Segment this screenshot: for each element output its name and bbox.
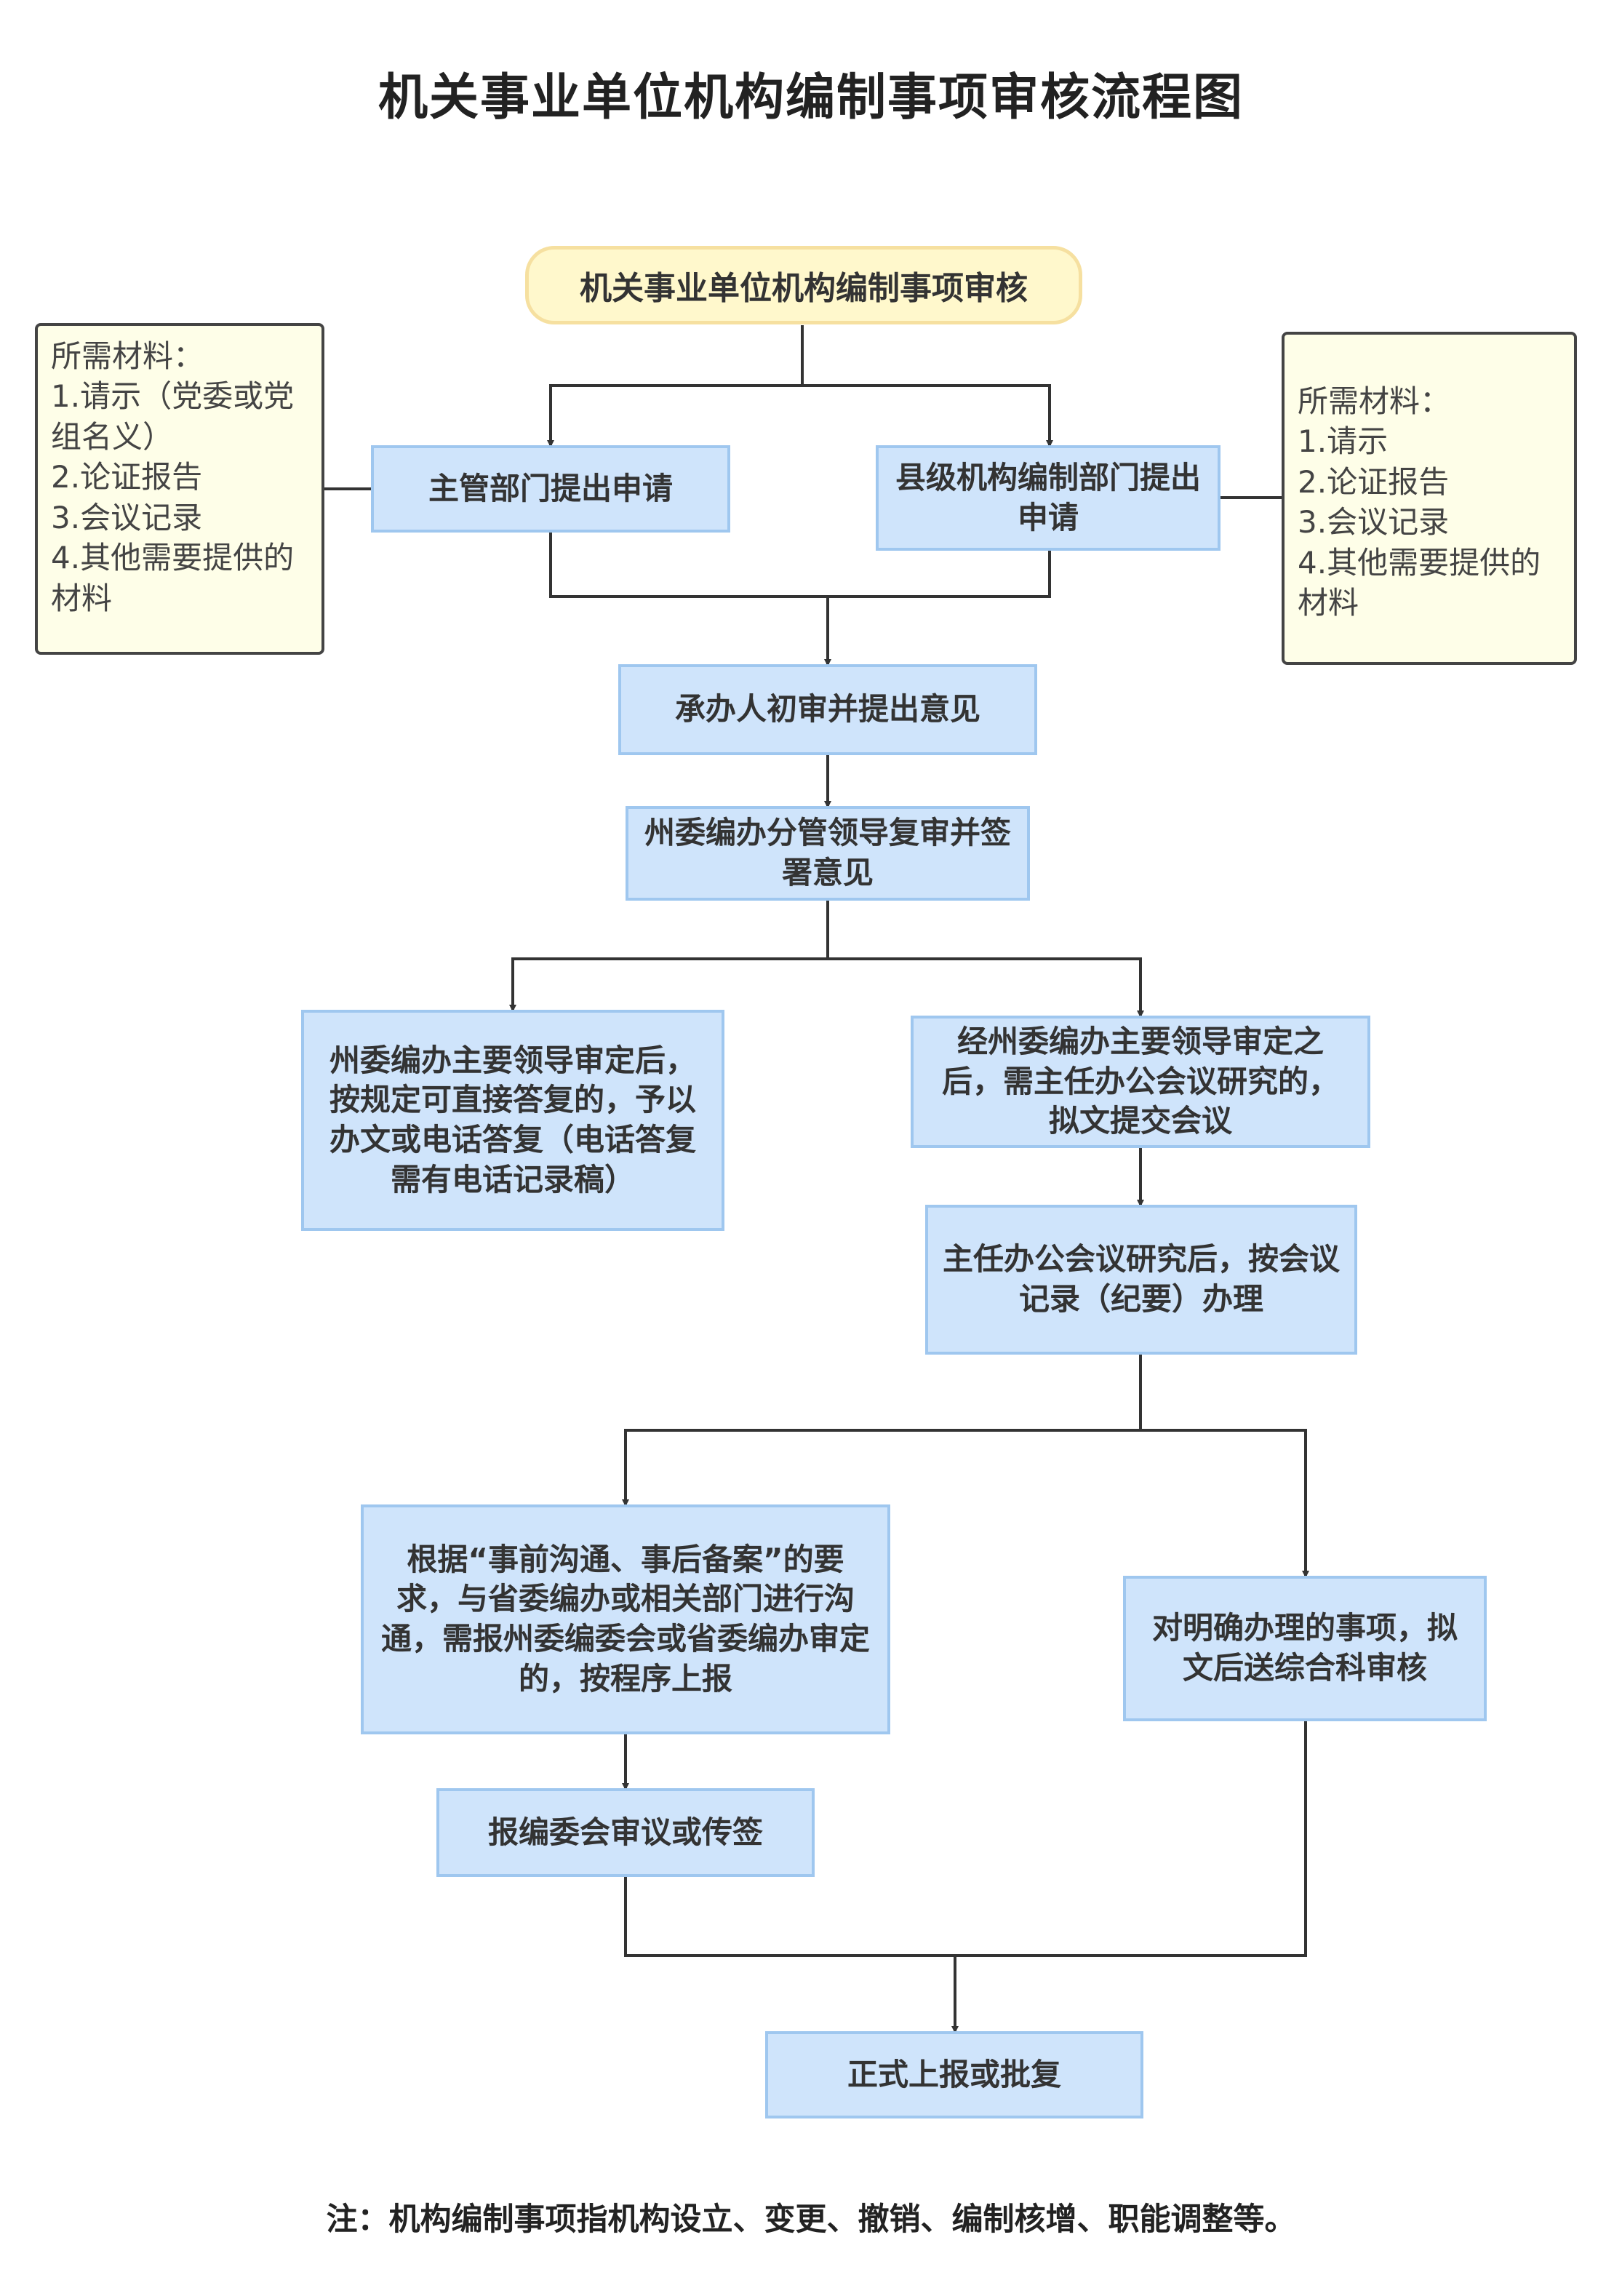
direct-reply-node: 州委编办主要领导审定后，按规定可直接答复的，予以办文或电话答复（电话答复需有电话… — [301, 1010, 724, 1231]
dept-apply-node: 主管部门提出申请 — [371, 445, 730, 533]
start-node: 机关事业单位机构编制事项审核 — [525, 246, 1082, 324]
first-review-node: 承办人初审并提出意见 — [618, 664, 1037, 755]
final-node: 正式上报或批复 — [765, 2031, 1143, 2118]
materials-left-item: 2.论证报告 — [51, 459, 203, 495]
materials-right-item: 2.论证报告 — [1298, 463, 1450, 500]
materials-right-item: 4.其他需要提供的材料 — [1298, 544, 1541, 621]
clear-items-node: 对明确办理的事项，拟文后送综合科审核 — [1123, 1576, 1487, 1721]
meeting-submit-node: 经州委编办主要领导审定之后，需主任办公会议研究的，拟文提交会议 — [911, 1016, 1370, 1148]
report-higher-label: 根据“事前沟通、事后备案”的要求，与省委编办或相关部门进行沟通，需报州委编委会或… — [380, 1541, 870, 1697]
materials-left-item: 1.请示（党委或党组名义） — [51, 378, 295, 455]
page-title: 机关事业单位机构编制事项审核流程图 — [377, 69, 1244, 127]
materials-note-left: 所需材料： 1.请示（党委或党组名义） 2.论证报告 3.会议记录 4.其他需要… — [35, 323, 324, 655]
materials-right-item: 3.会议记录 — [1298, 504, 1450, 541]
final-label: 正式上报或批复 — [847, 2056, 1061, 2092]
meeting-handle-label: 主任办公会议研究后，按会议记录（纪要）办理 — [943, 1241, 1341, 1317]
county-apply-label: 县级机构编制部门提出申请 — [895, 459, 1201, 535]
report-higher-node: 根据“事前沟通、事后备案”的要求，与省委编办或相关部门进行沟通，需报州委编委会或… — [361, 1504, 890, 1734]
meeting-handle-node: 主任办公会议研究后，按会议记录（纪要）办理 — [925, 1205, 1357, 1355]
committee-review-node: 报编委会审议或传签 — [436, 1788, 815, 1877]
first-review-label: 承办人初审并提出意见 — [674, 691, 980, 728]
leader-review-node: 州委编办分管领导复审并签署意见 — [626, 806, 1030, 901]
materials-note-right: 所需材料： 1.请示 2.论证报告 3.会议记录 4.其他需要提供的材料 — [1282, 332, 1577, 665]
footer-note: 注：机构编制事项指机构设立、变更、撤销、编制核增、职能调整等。 — [326, 2201, 1296, 2238]
materials-left-heading: 所需材料： — [51, 338, 204, 374]
materials-right-item: 1.请示 — [1298, 423, 1389, 460]
committee-review-label: 报编委会审议或传签 — [487, 1814, 763, 1850]
meeting-submit-label: 经州委编办主要领导审定之后，需主任办公会议研究的，拟文提交会议 — [941, 1024, 1339, 1139]
dept-apply-label: 主管部门提出申请 — [428, 470, 673, 506]
county-apply-node: 县级机构编制部门提出申请 — [876, 445, 1221, 551]
leader-review-label: 州委编办分管领导复审并签署意见 — [644, 815, 1011, 890]
materials-left-item: 4.其他需要提供的材料 — [51, 540, 295, 616]
start-node-label: 机关事业单位机构编制事项审核 — [580, 270, 1028, 307]
clear-items-label: 对明确办理的事项，拟文后送综合科审核 — [1151, 1610, 1458, 1686]
direct-reply-label: 州委编办主要领导审定后，按规定可直接答复的，予以办文或电话答复（电话答复需有电话… — [329, 1042, 696, 1197]
materials-right-heading: 所需材料： — [1298, 383, 1451, 419]
materials-left-item: 3.会议记录 — [51, 499, 203, 535]
